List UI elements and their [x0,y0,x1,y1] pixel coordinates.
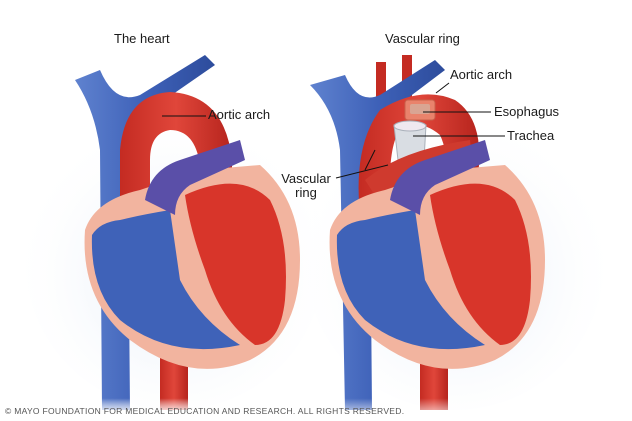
label-trachea: Trachea [507,128,555,143]
label-aortic-arch-right: Aortic arch [450,67,513,82]
copyright-notice: © MAYO FOUNDATION FOR MEDICAL EDUCATION … [5,406,405,416]
right-panel-title: Vascular ring [385,31,460,46]
label-vascular-ring: Vascular ring [274,172,338,200]
vascular-ring-heart-illustration [0,55,632,421]
label-esophagus: Esophagus [494,104,560,119]
label-vascular-ring-line2: ring [295,185,317,200]
label-aortic-arch-left: Aortic arch [208,107,271,122]
left-panel-title: The heart [114,31,170,46]
leader-lines [162,82,505,179]
label-vascular-ring-line1: Vascular [281,171,331,186]
